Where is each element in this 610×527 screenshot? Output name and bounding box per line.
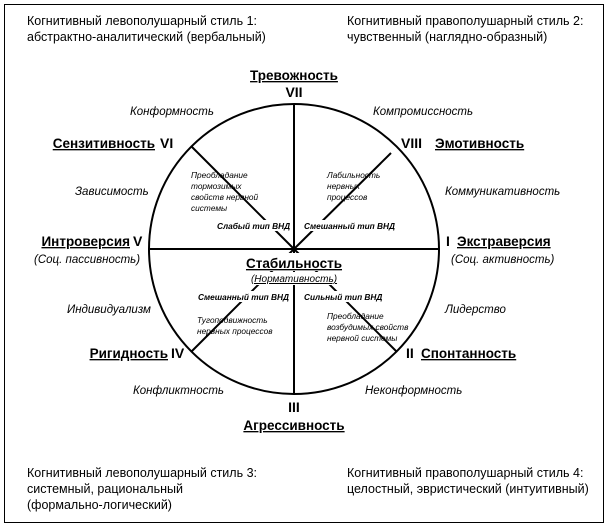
corner-top-left-line-1: Когнитивный левополушарный стиль 1: — [27, 14, 257, 28]
lr-vnd: Сильный тип ВНД — [304, 292, 382, 302]
lr-note-line-1: Преобладание — [327, 311, 384, 321]
type-lower-right-title: Спонтанность — [421, 346, 516, 361]
ll-note-line-1: Тугоподвижность — [197, 315, 268, 325]
center-subtitle-bg — [251, 272, 337, 285]
ul-note-line-4: системы — [191, 203, 227, 213]
type-right-roman: I — [446, 233, 450, 249]
corner-top-right-line-1: Когнитивный правополушарный стиль 2: — [347, 14, 583, 28]
trait-conformity: Конформность — [130, 106, 214, 118]
corner-bottom-right: Когнитивный правополушарный стиль 4: цел… — [347, 466, 589, 496]
ll-vnd: Смешанный тип ВНД — [198, 292, 289, 302]
trait-communicativeness: Коммуникативность — [445, 186, 560, 198]
ul-note-line-1: Преобладание — [191, 170, 248, 180]
trait-conflict: Конфликтность — [133, 385, 224, 397]
trait-nonconformity: Неконформность — [365, 385, 462, 397]
corner-bottom-right-line-1: Когнитивный правополушарный стиль 4: — [347, 466, 583, 480]
personality-circle-diagram: Когнитивный левополушарный стиль 1: абст… — [27, 14, 589, 512]
diagonal-upper-left — [190, 145, 295, 250]
corner-bottom-left: Когнитивный левополушарный стиль 3: сист… — [27, 466, 257, 512]
type-bottom-roman: III — [288, 399, 300, 415]
lr-note-line-2: возбудимых свойств — [327, 322, 409, 332]
diagonal-upper-right — [293, 152, 392, 250]
type-right-social: (Соц. активность) — [451, 254, 555, 266]
type-upper-right-roman: VIII — [401, 135, 422, 151]
ur-vnd-bg — [302, 220, 390, 231]
center-title: Стабильность — [246, 256, 342, 271]
corner-bottom-left-line-1: Когнитивный левополушарный стиль 3: — [27, 466, 257, 480]
type-lower-right-roman: II — [406, 345, 414, 361]
corner-bottom-left-line-3: (формально-логический) — [27, 498, 172, 512]
ur-note-line-2: нервных — [327, 181, 361, 191]
ur-vnd: Смешанный тип ВНД — [304, 221, 395, 231]
ul-note-line-3: свойств нервной — [191, 192, 259, 202]
corner-top-left: Когнитивный левополушарный стиль 1: абст… — [27, 14, 266, 44]
type-top-title: Тревожность — [250, 68, 338, 83]
lr-note-line-3: нервной системы — [327, 333, 397, 343]
trait-compromise: Компромиссность — [373, 106, 473, 118]
type-left-roman: V — [133, 233, 143, 249]
corner-bottom-right-line-2: целостный, эвристический (интуитивный) — [347, 482, 589, 496]
ll-note-line-2: нервных процессов — [197, 326, 273, 336]
ur-note-line-1: Лабильность — [326, 170, 380, 180]
trait-leadership: Лидерство — [444, 304, 507, 316]
type-upper-right-title: Эмотивность — [435, 136, 524, 151]
type-upper-left-title: Сензитивность — [53, 136, 155, 151]
diagram-frame: Когнитивный левополушарный стиль 1: абст… — [4, 4, 604, 523]
center-title-bg — [225, 253, 365, 271]
type-upper-left-roman: VI — [160, 135, 173, 151]
trait-individualism: Индивидуализм — [67, 304, 151, 316]
type-top-roman: VII — [285, 84, 302, 100]
corner-top-left-line-2: абстрактно-аналитический (вербальный) — [27, 30, 266, 44]
ul-note-line-2: тормозимых — [191, 181, 242, 191]
corner-top-right: Когнитивный правополушарный стиль 2: чув… — [347, 14, 583, 44]
corner-bottom-left-line-2: системный, рациональный — [27, 482, 183, 496]
trait-dependence: Зависимость — [75, 186, 149, 198]
ur-note-line-3: процессов — [327, 192, 368, 202]
type-left-title: Интроверсия — [41, 234, 130, 249]
corner-top-right-line-2: чувственный (наглядно-образный) — [347, 30, 547, 44]
type-bottom-title: Агрессивность — [243, 418, 344, 433]
ll-vnd-bg — [196, 291, 290, 302]
center-subtitle: (Нормативность) — [251, 274, 337, 285]
type-lower-left-title: Ригидность — [90, 346, 168, 361]
type-lower-left-roman: IV — [171, 345, 185, 361]
ul-vnd: Слабый тип ВНД — [217, 221, 290, 231]
lr-vnd-bg — [302, 291, 382, 302]
ul-vnd-bg — [215, 220, 289, 231]
type-right-title: Экстраверсия — [457, 234, 551, 249]
type-left-social: (Соц. пассивность) — [34, 254, 140, 266]
